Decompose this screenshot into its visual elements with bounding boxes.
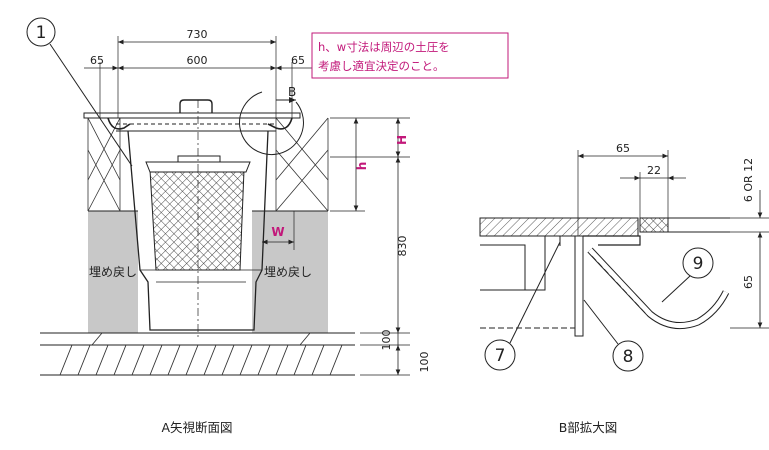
dim-margin-right: 65 (291, 54, 305, 67)
backfill-right-block (252, 211, 328, 333)
detail-view-b (479, 150, 769, 372)
hook-plate (583, 235, 641, 246)
note-line-1: h、w寸法は周辺の土圧を (318, 40, 450, 54)
dim-inner-b: 22 (647, 164, 661, 177)
top-plate (83, 112, 301, 119)
callout-9-text: 9 (693, 254, 704, 274)
dim-height-b: 65 (742, 275, 755, 289)
lid-handle (179, 99, 213, 113)
callout-8-circle (612, 340, 644, 372)
backfill-left-block (88, 211, 138, 333)
caption-b: B部拡大図 (559, 420, 618, 435)
mesh-basket (149, 169, 245, 271)
detail-b-circle (239, 91, 304, 155)
callout-9-circle (682, 247, 714, 279)
callout-1-text: 1 (36, 23, 47, 43)
note-line-2: 考慮し適宜決定のこと。 (318, 59, 445, 73)
callout-8-text: 8 (623, 347, 634, 367)
backfill-left-label: 埋め戻し (89, 265, 137, 279)
callout-7-text: 7 (495, 346, 506, 366)
grating-bar (639, 217, 669, 233)
dim-h: h (355, 162, 369, 171)
callout-7-circle (484, 339, 516, 371)
section-mark-b: B (288, 85, 296, 99)
angle-frame (480, 236, 546, 291)
section-view-a (26, 17, 509, 376)
brace-left (87, 117, 121, 212)
dim-w: W (271, 225, 284, 239)
dim-depth: 830 (396, 236, 409, 257)
dim-base2: 100 (418, 352, 431, 373)
callout-1-circle (26, 17, 56, 47)
dim-width: 65 (616, 142, 630, 155)
dim-thickness: 6 OR 12 (742, 158, 755, 202)
dim-H: H (395, 135, 409, 145)
dim-base1: 100 (380, 330, 393, 351)
basket-body (127, 130, 269, 331)
dim-margin-left: 65 (90, 54, 104, 67)
dim-inner: 600 (187, 54, 208, 67)
note-box (311, 32, 509, 79)
base-hatch (59, 332, 343, 376)
caption-a: A矢視断面図 (161, 420, 232, 435)
backfill-right-label: 埋め戻し (264, 265, 312, 279)
slab (479, 217, 639, 237)
dim-overall: 730 (187, 28, 208, 41)
